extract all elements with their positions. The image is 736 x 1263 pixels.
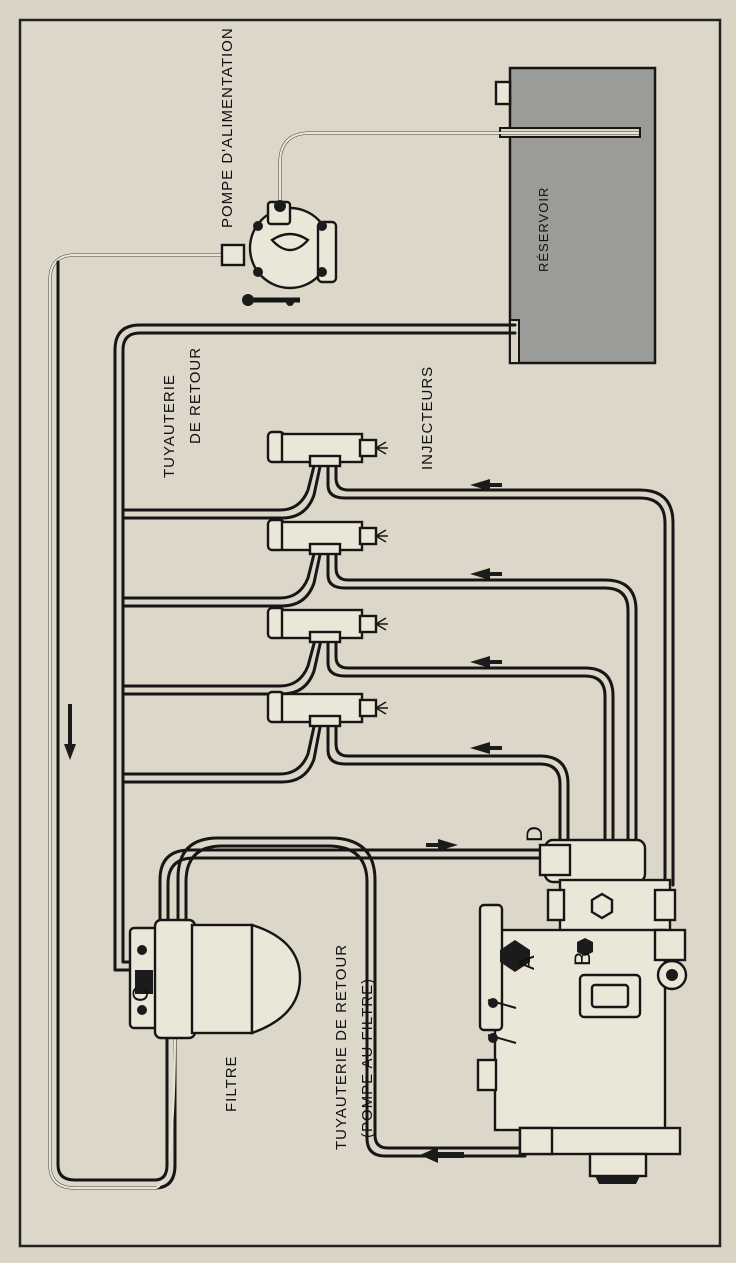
reservoir-tank [496,68,655,363]
label-pompe-alimentation: POMPE D'ALIMENTATION [219,27,236,228]
point-b-label: B [570,951,595,966]
label-tuyauterie-retour-2: DE RETOUR [187,347,204,444]
label-tuyauterie-retour-1: TUYAUTERIE [161,374,178,478]
label-retour-filtre-1: TUYAUTERIE DE RETOUR [333,944,350,1150]
label-filtre: FILTRE [223,1055,240,1112]
point-c-label: C [128,986,153,1002]
label-injecteurs: INJECTEURS [419,366,436,470]
point-d-label: D [522,826,547,842]
label-retour-filtre-2: (POMPE AU FILTRE) [359,978,376,1138]
fuel-filter [130,920,300,1038]
label-reservoir: RÉSERVOIR [536,187,551,272]
point-a-label: A [514,955,539,970]
